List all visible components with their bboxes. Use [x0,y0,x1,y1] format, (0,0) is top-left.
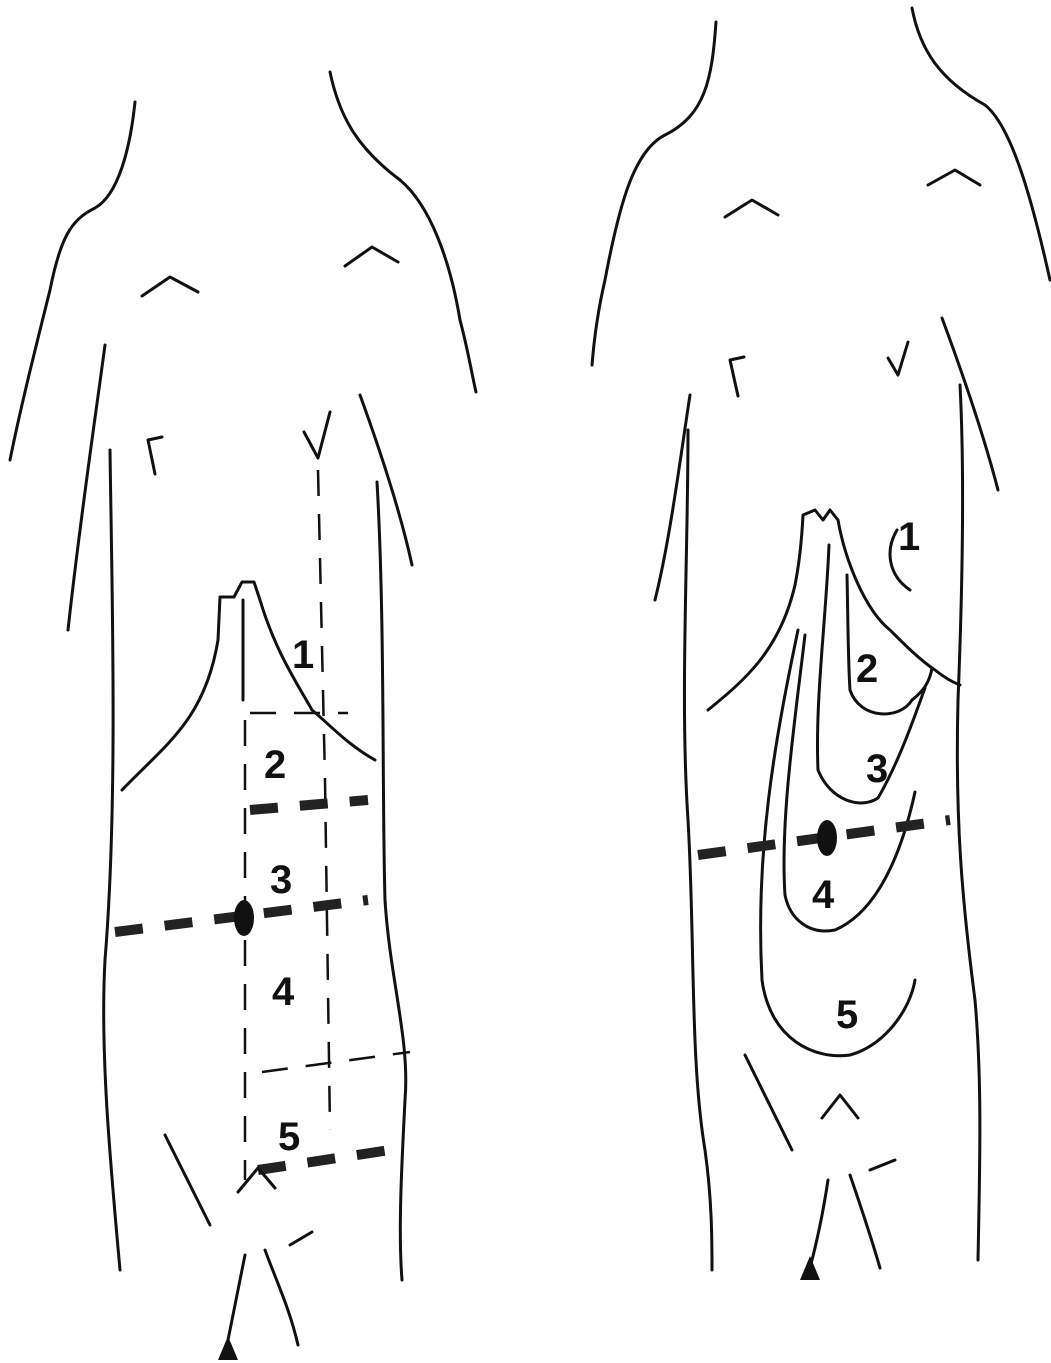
left-figure-right-nipple-mark [345,247,398,266]
right-figure-right-thigh-inner [850,1175,880,1268]
left-figure-costal-arch [122,582,375,790]
left-figure-left-groin-line [165,1135,210,1225]
left-figure-left-rib-tick [148,437,162,474]
left-figure-zone-label-3: 3 [270,858,292,902]
right-figure-left-nipple-mark [725,200,778,217]
right-figure-zone-label-1: 1 [898,515,920,559]
left-figure-torso-right-side [377,482,406,1280]
right-figure-costal-arch [708,510,960,710]
right-figure-zone-label-3: 3 [866,747,888,791]
left-figure-zone-label-2: 2 [264,743,286,787]
left-figure-left-inner-arm [68,345,105,630]
right-figure-torso-right-side [957,385,980,1260]
left-figure-left-nipple-mark [142,277,198,296]
left-figure-left-shoulder-outline [10,102,135,460]
right-figure-right-groin-tick [870,1160,895,1170]
left-figure-heavy-dash-3 [250,800,368,810]
left-figure-right-inner-arm [360,395,412,565]
right-figure-right-inner-arm [942,318,998,490]
right-torso-figure: 1 2 3 4 5 [592,8,1050,1280]
right-figure-left-shoulder-outline [592,22,716,365]
left-figure-zone-label-4: 4 [272,970,295,1014]
right-figure-right-shoulder-outline [912,8,1050,280]
left-figure-right-shoulder-outline [330,72,476,392]
right-figure-pubic-chevron [822,1095,858,1118]
right-figure-zone-label-5: 5 [836,993,858,1037]
left-figure-zone-label-1: 1 [292,633,314,677]
right-figure-right-rib-tick [888,342,908,375]
right-figure-bottom-triangle [800,1256,820,1280]
left-figure-right-groin-tick [290,1232,312,1245]
left-figure-torso-left-side [104,450,120,1270]
right-figure-navel-dot [817,820,837,856]
left-figure-dash-4 [262,1052,410,1072]
left-figure-navel-dot [234,900,254,936]
right-figure-right-nipple-mark [928,170,980,185]
left-figure-right-thigh-inner [265,1250,298,1345]
left-figure-right-rib-tick [304,412,330,458]
right-figure-left-rib-tick [730,357,744,396]
left-torso-figure: 1 2 3 4 5 [10,72,476,1360]
right-figure-left-groin-line [745,1055,792,1150]
right-figure-zone-label-4: 4 [812,873,835,917]
left-figure-bottom-triangle [218,1336,238,1360]
left-figure-zone-label-5: 5 [278,1115,300,1159]
right-figure-zone-2-contour [847,575,932,714]
right-figure-zone-label-2: 2 [856,647,878,691]
